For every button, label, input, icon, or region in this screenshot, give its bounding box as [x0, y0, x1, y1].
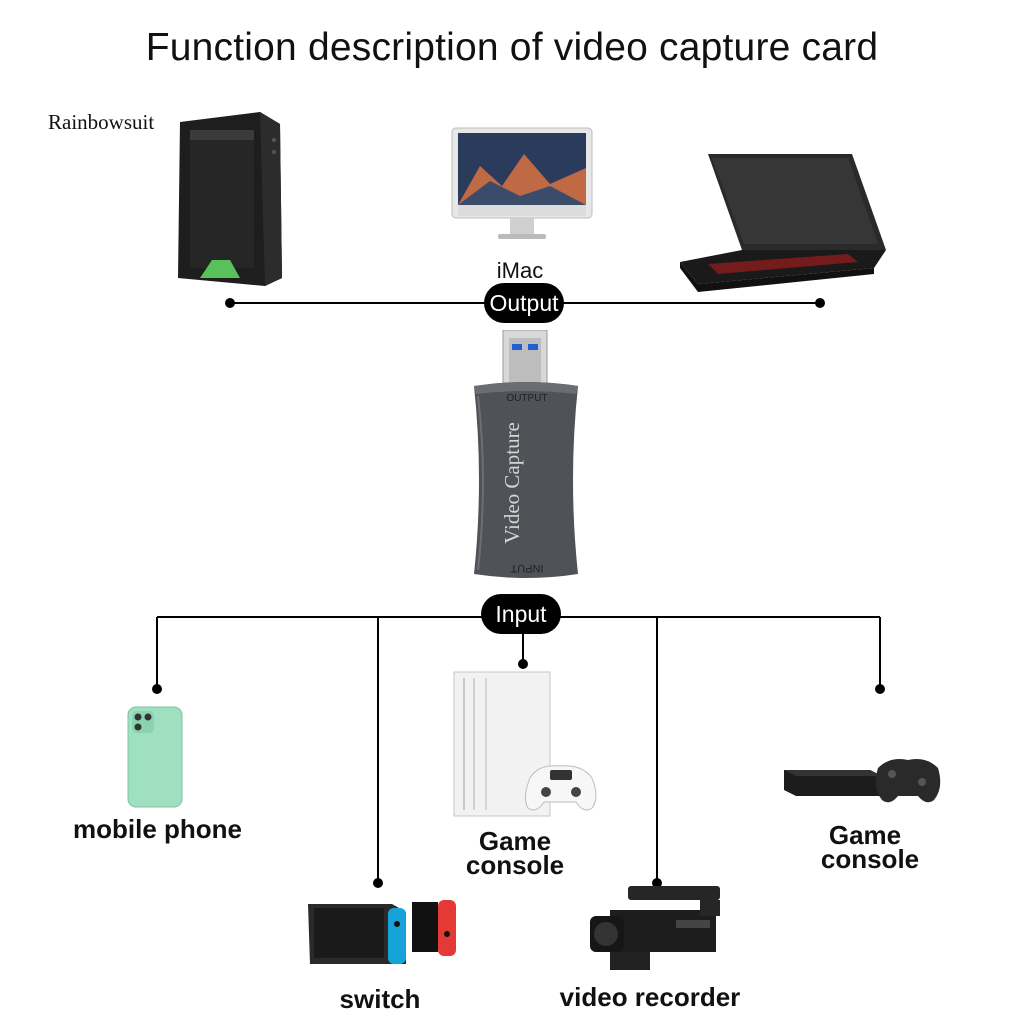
game-console-1-label-line2: console	[465, 850, 565, 880]
video-capture-card-icon	[474, 330, 578, 578]
game-console-2-icon	[784, 759, 941, 803]
nintendo-switch-icon	[308, 900, 456, 964]
pc-tower-icon	[178, 112, 282, 286]
mobile-phone-icon	[127, 706, 183, 808]
input-label: Input	[481, 594, 561, 634]
switch-label: switch	[339, 984, 421, 1014]
game-console-2-label-line1: Game	[828, 820, 902, 850]
imac-label: iMac	[496, 258, 544, 283]
video-recorder-icon	[590, 886, 720, 970]
imac-icon	[451, 127, 593, 239]
card-input-text: INPUT	[510, 562, 544, 574]
output-label: Output	[484, 283, 564, 323]
video-recorder-label: video recorder	[559, 982, 741, 1012]
card-side-text: Video Capture	[500, 422, 524, 544]
diagram-title: Function description of video capture ca…	[145, 26, 879, 69]
mobile-phone-label: mobile phone	[73, 814, 242, 844]
watermark: Rainbowsuit	[48, 110, 155, 134]
card-output-text: OUTPUT	[506, 393, 548, 404]
game-console-2-label-line2: console	[820, 844, 920, 874]
game-console-1-label-line1: Game	[478, 826, 552, 856]
laptop-icon	[680, 154, 886, 292]
game-console-icon	[453, 671, 597, 817]
